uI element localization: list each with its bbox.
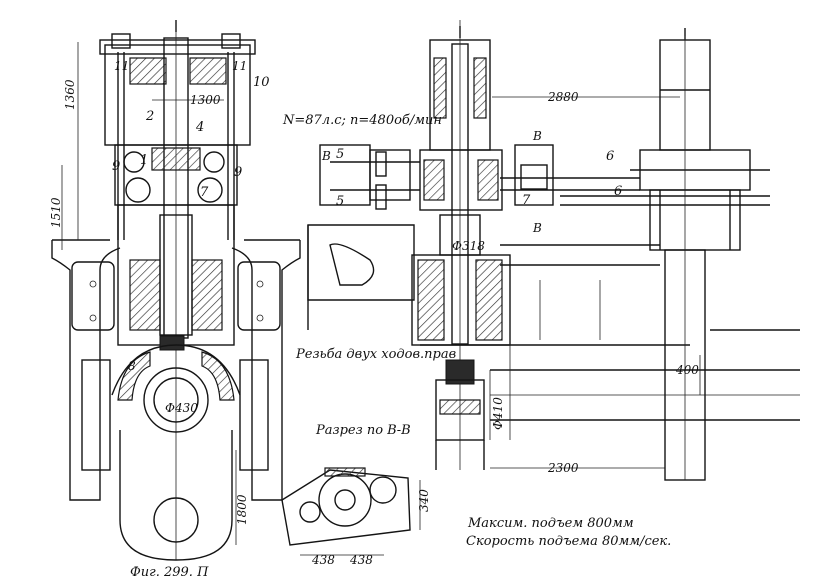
right-view bbox=[560, 28, 800, 481]
dim-2880: 2880 bbox=[547, 90, 579, 104]
part-5: 5 bbox=[336, 147, 344, 162]
dim-400: 400 bbox=[675, 363, 699, 377]
section-title: Разрез по В-В bbox=[315, 423, 411, 438]
part-1: 1 bbox=[140, 153, 148, 168]
dim-340: 340 bbox=[417, 489, 431, 512]
part-7: 7 bbox=[200, 185, 209, 200]
part-6: 6 bbox=[606, 149, 614, 164]
figure-caption: Фиг. 299. П bbox=[130, 565, 209, 579]
dim-438-left: 438 bbox=[311, 553, 335, 567]
section-b-b bbox=[281, 467, 421, 556]
thread-label: Резьба двух ходов.прав bbox=[295, 347, 456, 362]
part-9b: 9 bbox=[234, 165, 242, 180]
part-4: 4 bbox=[195, 120, 204, 135]
part-10: 10 bbox=[253, 75, 270, 90]
max-lift-label: Максим. подъем 800мм bbox=[467, 516, 634, 531]
part-6b: 6 bbox=[614, 184, 622, 199]
dim-1360: 1360 bbox=[63, 79, 77, 110]
dim-2300: 2300 bbox=[547, 461, 579, 475]
middle-view bbox=[307, 20, 800, 470]
dim-438-right: 438 bbox=[349, 553, 373, 567]
dim-phi410: Ф410 bbox=[491, 397, 505, 430]
dim-1300: 1300 bbox=[190, 93, 221, 107]
dim-1510: 1510 bbox=[49, 197, 63, 228]
part-11a: 11 bbox=[114, 59, 129, 73]
part-5b: 5 bbox=[336, 194, 344, 209]
part-11b: 11 bbox=[232, 59, 247, 73]
section-mark-b-top: В bbox=[532, 129, 542, 143]
section-mark-b-bottom: В bbox=[532, 221, 542, 235]
section-mark-b-left: В bbox=[321, 149, 331, 163]
dim-phi430: Ф430 bbox=[165, 401, 198, 415]
power-spec-label: N=87л.с; n=480об/мин bbox=[282, 113, 442, 128]
left-view bbox=[51, 20, 301, 561]
part-8: 8 bbox=[128, 359, 136, 373]
dim-1800: 1800 bbox=[235, 494, 249, 525]
annotations: N=87л.с; n=480об/мин Резьба двух ходов.п… bbox=[49, 59, 699, 579]
part-7b: 7 bbox=[522, 193, 531, 208]
part-2: 2 bbox=[145, 109, 154, 124]
dim-phi318: Ф318 bbox=[452, 239, 485, 253]
lift-speed-label: Скорость подъема 80мм/сек. bbox=[466, 534, 671, 549]
part-9: 9 bbox=[112, 159, 120, 174]
